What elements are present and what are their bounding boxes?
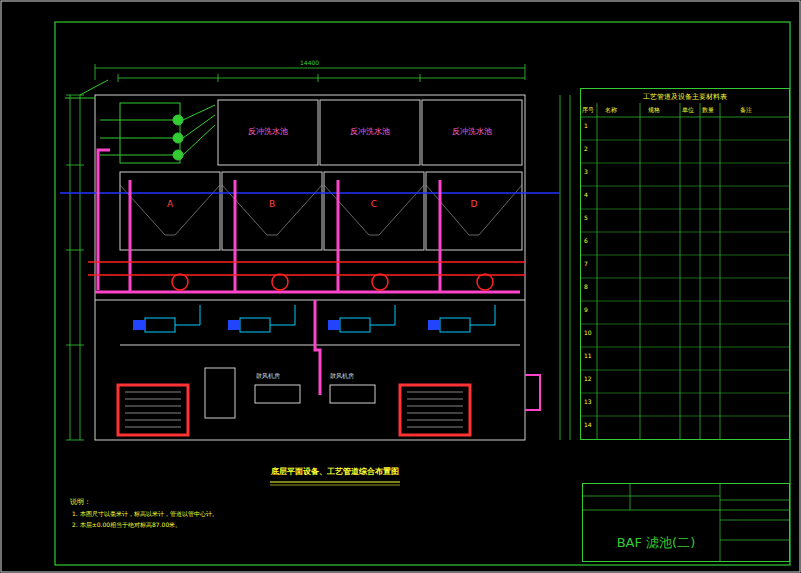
table-cell: 4 — [584, 191, 588, 198]
table-row-line — [580, 232, 790, 233]
node-label: B — [269, 199, 275, 209]
table-cell: 5 — [584, 214, 588, 221]
table-row-line — [580, 209, 790, 210]
table-row-line — [580, 255, 790, 256]
table-cell: 单位 — [682, 106, 694, 115]
drawing-title: 底层平面设备、工艺管道综合布置图 — [270, 466, 400, 477]
table-cell: 6 — [584, 237, 588, 244]
node-label: A — [167, 199, 173, 209]
note-text: 说明： — [70, 497, 91, 507]
table-cell: 11 — [584, 352, 592, 359]
table-cell: 序号 — [582, 106, 594, 115]
table-row-line — [580, 416, 790, 417]
tank-box: 反冲洗水池 — [324, 120, 416, 142]
table-cell: 14 — [584, 421, 592, 428]
table-row-line — [580, 278, 790, 279]
node-label: 反冲洗水池 — [350, 126, 390, 137]
filter-cell: C — [364, 196, 384, 212]
material-table: 工艺管道及设备主要材料表 — [580, 88, 790, 440]
room-name: 鼓风机房 — [256, 372, 280, 381]
node-label: 反冲洗水池 — [452, 126, 492, 137]
table-cell: 规格 — [648, 106, 660, 115]
table-cell: 备注 — [740, 106, 752, 115]
table-cell: 13 — [584, 398, 592, 405]
node-label: 工艺管道及设备主要材料表 — [643, 92, 727, 102]
node-label: C — [371, 199, 377, 209]
tank-box: 反冲洗水池 — [222, 120, 314, 142]
filter-cell: A — [160, 196, 180, 212]
note-text: 2. 本层±0.00相当于绝对标高87.00米。 — [72, 521, 181, 530]
table-row-line — [580, 186, 790, 187]
table-row-line — [580, 347, 790, 348]
table-row-line — [580, 163, 790, 164]
table-cell: 12 — [584, 375, 592, 382]
table-cell: 9 — [584, 306, 588, 313]
table-row-line — [580, 140, 790, 141]
table-row-line — [580, 370, 790, 371]
note-text: 1. 本图尺寸以毫米计，标高以米计，管道以管中心计。 — [72, 510, 218, 519]
table-cell: 3 — [584, 168, 588, 175]
table-cell: 10 — [584, 329, 592, 336]
node-label: 反冲洗水池 — [248, 126, 288, 137]
table-cell: 1 — [584, 122, 588, 129]
filter-cell: B — [262, 196, 282, 212]
table-cell: 8 — [584, 283, 588, 290]
tank-box: 反冲洗水池 — [426, 120, 518, 142]
title-block: BAF 滤池(二) — [582, 483, 790, 562]
room-name: 鼓风机房 — [330, 372, 354, 381]
table-row-line — [580, 301, 790, 302]
table-cell: 2 — [584, 145, 588, 152]
dimension: 14400 — [300, 59, 319, 66]
node-label: BAF 滤池(二) — [617, 534, 696, 552]
table-row-line — [580, 324, 790, 325]
table-row-line — [580, 393, 790, 394]
node-label: D — [471, 199, 478, 209]
table-cell: 数量 — [702, 106, 714, 115]
table-cell: 7 — [584, 260, 588, 267]
table-cell: 名称 — [605, 106, 617, 115]
filter-cell: D — [464, 196, 484, 212]
